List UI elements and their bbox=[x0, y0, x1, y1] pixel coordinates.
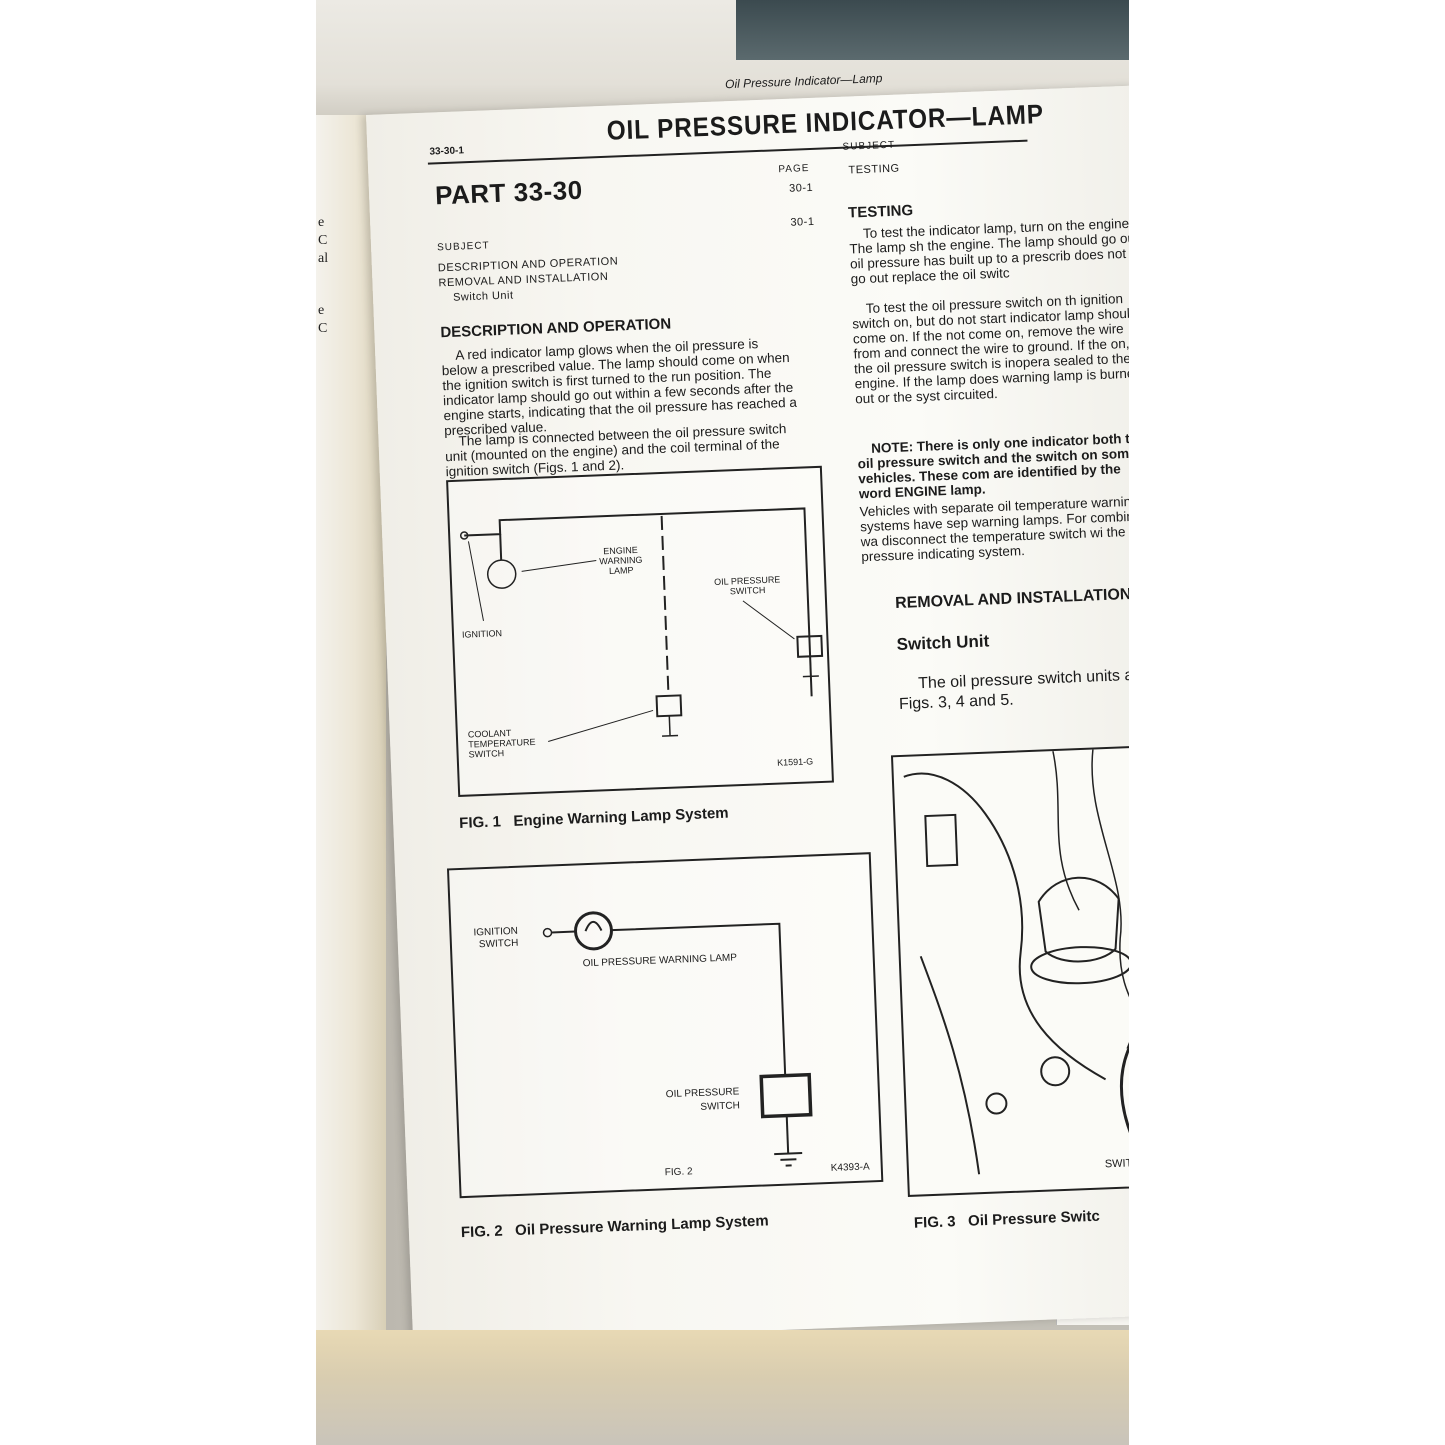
fig3-caption-text: Oil Pressure Switc bbox=[967, 1207, 1101, 1230]
fig2-code: K4393-A bbox=[830, 1161, 870, 1174]
testing-para2: To test the oil pressure switch on th ig… bbox=[852, 291, 1129, 407]
fig2-fig-label: FIG. 2 bbox=[664, 1166, 693, 1179]
fig2-schematic bbox=[542, 911, 813, 1167]
paper-stack bbox=[316, 0, 1129, 120]
toc-subject-head-right: SUBJECT bbox=[842, 139, 896, 153]
part-label: PART 33-30 bbox=[434, 174, 584, 211]
fig3-caption: FIG. 3 Oil Pressure Switc bbox=[914, 1208, 1100, 1232]
manual-page: Oil Pressure Indicator—Lamp OIL PRESSURE… bbox=[366, 71, 1129, 1345]
fig3-switch-label: SWITCH bbox=[1104, 1156, 1129, 1171]
toc-page-head: PAGE bbox=[778, 163, 810, 176]
toc-item: Switch Unit bbox=[452, 289, 514, 304]
removal-heading: REMOVAL AND INSTALLATION bbox=[894, 585, 1129, 613]
fig1-ignition-label: IGNITION bbox=[461, 628, 503, 640]
fig2-caption-num: FIG. 2 bbox=[460, 1222, 503, 1242]
fig1-code: K1591-G bbox=[776, 756, 814, 768]
fig3-engine-drawing bbox=[903, 749, 1129, 1175]
toc-page-num: 30-1 bbox=[790, 215, 815, 229]
page-title: OIL PRESSURE INDICATOR—LAMP bbox=[606, 98, 1045, 146]
toc-item: REMOVAL AND INSTALLATION bbox=[438, 270, 609, 290]
testing-heading: TESTING bbox=[847, 202, 914, 222]
testing-note: NOTE: There is only one indicator both t… bbox=[857, 430, 1129, 502]
fig2-caption: FIG. 2 Oil Pressure Warning Lamp System bbox=[461, 1212, 769, 1241]
page-number: 33-30-1 bbox=[429, 145, 465, 158]
fig1-caption-num: FIG. 1 bbox=[458, 813, 502, 832]
fig3-caption-num: FIG. 3 bbox=[913, 1213, 956, 1232]
fig2-caption-text: Oil Pressure Warning Lamp System bbox=[514, 1212, 769, 1240]
figure-3: SWITCH bbox=[890, 744, 1129, 1197]
fig1-caption-text: Engine Warning Lamp System bbox=[513, 804, 729, 830]
fig1-schematic bbox=[459, 507, 824, 742]
toc-item-right: TESTING bbox=[848, 162, 900, 177]
toc-page-num: 30-1 bbox=[788, 181, 814, 195]
page-bottom-edge bbox=[316, 1330, 1129, 1445]
removal-para: The oil pressure switch units are in Fig… bbox=[898, 666, 1129, 713]
description-heading: DESCRIPTION AND OPERATION bbox=[440, 315, 672, 342]
fig1-caption: FIG. 1 Engine Warning Lamp System bbox=[459, 805, 729, 832]
photo: e C al e C Oil Pressure Indicator—Lamp O… bbox=[316, 0, 1129, 1445]
toc-subject-head: SUBJECT bbox=[436, 240, 490, 254]
testing-note-tail: Vehicles with separate oil temperature w… bbox=[859, 493, 1129, 565]
title-rule bbox=[427, 139, 1028, 165]
removal-subheading: Switch Unit bbox=[896, 631, 990, 655]
testing-para1: To test the indicator lamp, turn on the … bbox=[849, 215, 1129, 287]
